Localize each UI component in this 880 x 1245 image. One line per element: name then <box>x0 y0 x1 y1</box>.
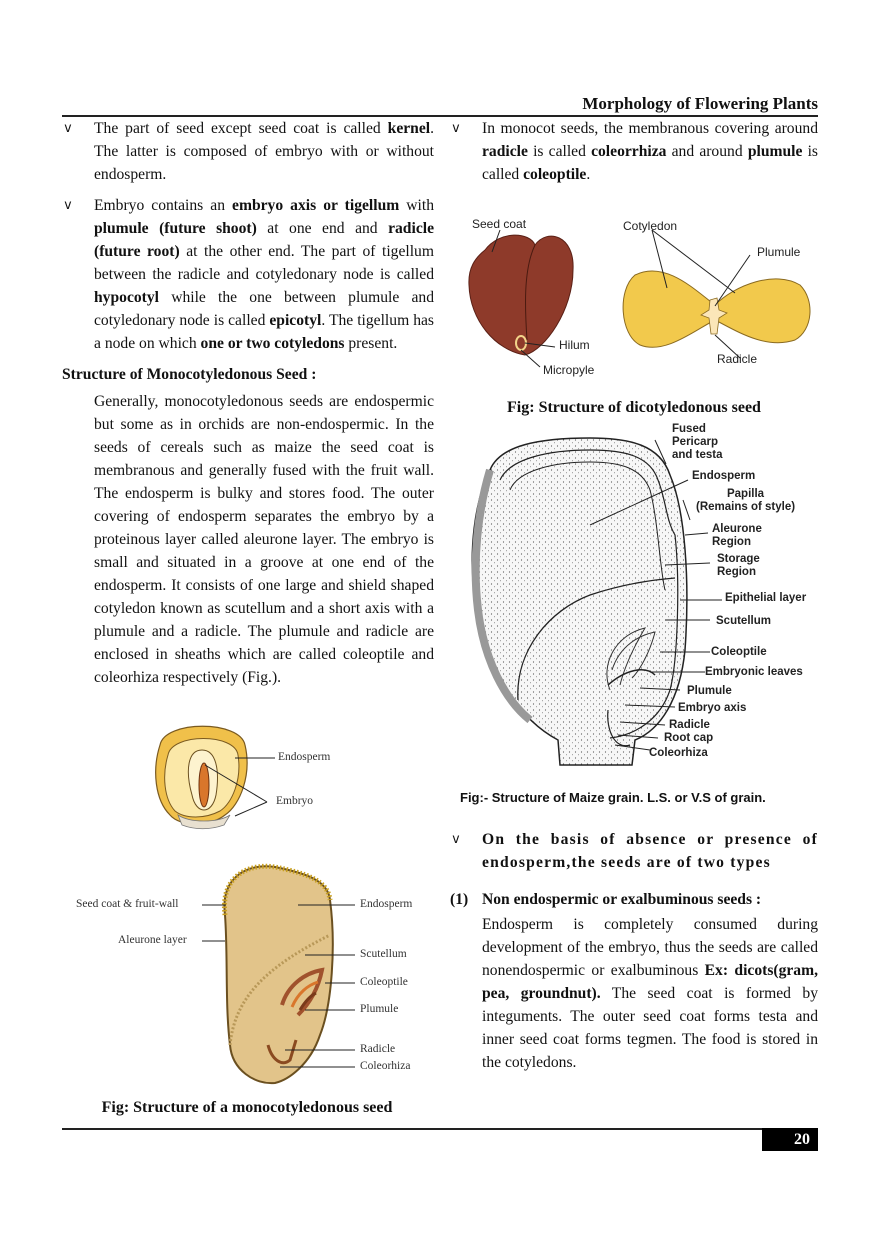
label-storage-region: Storage Region <box>717 553 760 578</box>
label-papilla: Papilla (Remains of style) <box>696 488 796 513</box>
figure-maize-grain: Fused Pericarp and testa Endosperm Papil… <box>460 420 820 780</box>
label-coleorhiza: Coleorhiza <box>649 747 708 759</box>
label-cotyledon: Cotyledon <box>623 219 678 233</box>
label-aleurone-layer: Aleurone layer <box>118 934 187 946</box>
label-radicle: Radicle <box>669 719 710 731</box>
label-micropyle: Micropyle <box>543 363 595 377</box>
label-radicle: Radicle <box>717 352 758 366</box>
right-column-bottom: v On the basis of absence or presence of… <box>450 828 818 1074</box>
bullet-kernel: v The part of seed except seed coat is c… <box>62 117 434 186</box>
caption-dicot-seed: Fig: Structure of dicotyledonous seed <box>507 399 761 416</box>
rich-text: Endosperm is completely consumed during … <box>482 916 818 1071</box>
figure-monocot-small: Endosperm Embryo <box>140 715 380 855</box>
seed-types-text: On the basis of absence or presence of e… <box>482 831 818 871</box>
dicot-seed-illustration <box>468 229 811 368</box>
rich-text: In monocot seeds, the membranous coverin… <box>482 120 818 183</box>
label-coleoptile: Coleoptile <box>360 976 408 988</box>
figure-monocot-large: Seed coat & fruit-wall Aleurone layer En… <box>60 855 430 1095</box>
label-epithelial-layer: Epithelial layer <box>725 592 807 604</box>
list-number: (1) <box>450 891 469 908</box>
label-endosperm: Endosperm <box>360 898 413 910</box>
section-paragraph-monocot: Generally, monocotyledonous seeds are en… <box>94 393 434 686</box>
label-endosperm: Endosperm <box>692 470 756 482</box>
label-seed-coat: Seed coat <box>472 217 527 231</box>
page-number: 20 <box>762 1128 818 1151</box>
label-plumule: Plumule <box>360 1003 399 1015</box>
label-embryonic-leaves: Embryonic leaves <box>705 666 803 678</box>
footer-rule <box>62 1128 762 1130</box>
bullet-marker: v <box>64 198 72 213</box>
left-column: v The part of seed except seed coat is c… <box>62 117 434 689</box>
label-radicle: Radicle <box>360 1043 396 1055</box>
label-coleorhiza: Coleorhiza <box>360 1060 411 1072</box>
maize-kernel-illustration <box>155 725 275 830</box>
numbered-paragraph: Endosperm is completely consumed during … <box>450 913 818 1074</box>
label-hilum: Hilum <box>559 338 590 352</box>
label-endosperm: Endosperm <box>278 751 331 763</box>
rich-text: The part of seed except seed coat is cal… <box>94 120 434 183</box>
bullet-embryo: v Embryo contains an embryo axis or tige… <box>62 194 434 355</box>
monocot-seed-ls-illustration <box>202 863 355 1085</box>
label-root-cap: Root cap <box>664 732 714 744</box>
bullet-marker: v <box>64 121 72 136</box>
label-scutellum: Scutellum <box>360 948 407 960</box>
numbered-heading: Non endospermic or exalbuminous seeds : <box>482 891 762 908</box>
label-fused-pericarp: Fused Pericarp and testa <box>672 423 723 461</box>
maize-grain-ls-illustration <box>471 437 722 766</box>
bullet-coleorrhiza: v In monocot seeds, the membranous cover… <box>450 117 818 186</box>
caption-maize-grain: Fig:- Structure of Maize grain. L.S. or … <box>460 790 766 805</box>
figure-dicot-seed: Seed coat Hilum Micropyle Cotyledon Plum… <box>455 210 815 385</box>
label-aleurone-region: Aleurone Region <box>712 523 762 548</box>
label-embryo-axis: Embryo axis <box>678 702 747 714</box>
label-coleoptile: Coleoptile <box>711 646 767 658</box>
header-rule <box>62 115 818 117</box>
caption-monocot-seed: Fig: Structure of a monocotyledonous see… <box>101 1099 393 1116</box>
label-scutellum: Scutellum <box>716 615 771 627</box>
rich-text: Embryo contains an embryo axis or tigell… <box>94 197 435 352</box>
label-embryo: Embryo <box>276 795 314 807</box>
label-plumule: Plumule <box>757 245 801 259</box>
running-header: Morphology of Flowering Plants <box>582 94 818 113</box>
label-seed-coat-fruit-wall: Seed coat & fruit-wall <box>76 898 179 910</box>
label-plumule: Plumule <box>687 685 732 697</box>
bullet-marker: v <box>452 121 460 136</box>
section-heading-monocot: Structure of Monocotyledonous Seed : <box>62 366 317 383</box>
bullet-seed-types: v On the basis of absence or presence of… <box>450 828 818 874</box>
bullet-marker: v <box>452 832 460 847</box>
right-column-top: v In monocot seeds, the membranous cover… <box>450 117 818 194</box>
numbered-heading-row: (1) Non endospermic or exalbuminous seed… <box>450 888 818 911</box>
